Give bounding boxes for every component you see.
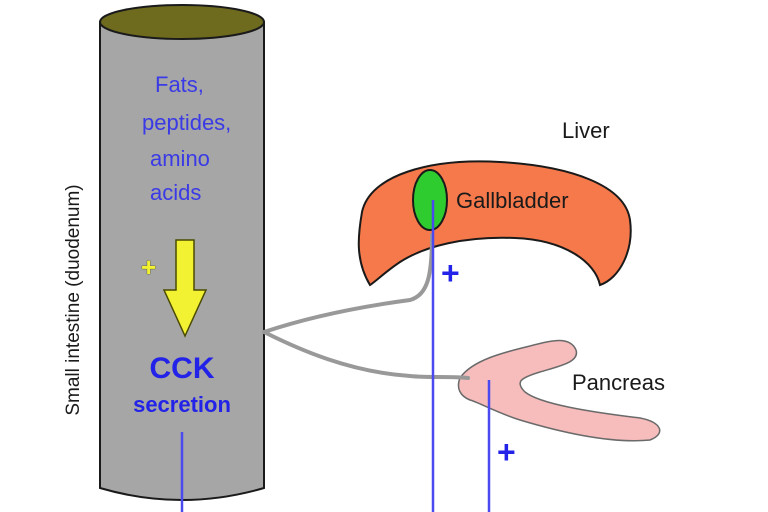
liver-label: Liver bbox=[562, 118, 610, 143]
cck-signal-lines bbox=[180, 200, 491, 512]
gallbladder-label: Gallbladder bbox=[456, 188, 569, 213]
nutrient-line-1: Fats, bbox=[155, 72, 204, 97]
nutrient-line-4: acids bbox=[150, 180, 202, 205]
stimulus-plus-sign: + bbox=[141, 252, 157, 282]
small-intestine-label: Small intestine (duodenum) bbox=[63, 184, 84, 416]
pancreas-shape bbox=[457, 339, 661, 442]
liver-shape bbox=[357, 160, 632, 287]
gallbladder-shape bbox=[412, 169, 448, 231]
secretion-label: secretion bbox=[133, 392, 231, 417]
nutrient-line-3: amino bbox=[150, 146, 210, 171]
nutrient-line-2: peptides, bbox=[142, 110, 232, 135]
gallbladder-plus-sign: + bbox=[441, 255, 460, 291]
cck-label: CCK bbox=[149, 352, 215, 385]
pancreas-label: Pancreas bbox=[572, 370, 665, 395]
pancreas-plus-sign: + bbox=[497, 434, 516, 470]
yellow-down-arrow bbox=[162, 239, 208, 338]
nerve-connections bbox=[262, 233, 470, 380]
